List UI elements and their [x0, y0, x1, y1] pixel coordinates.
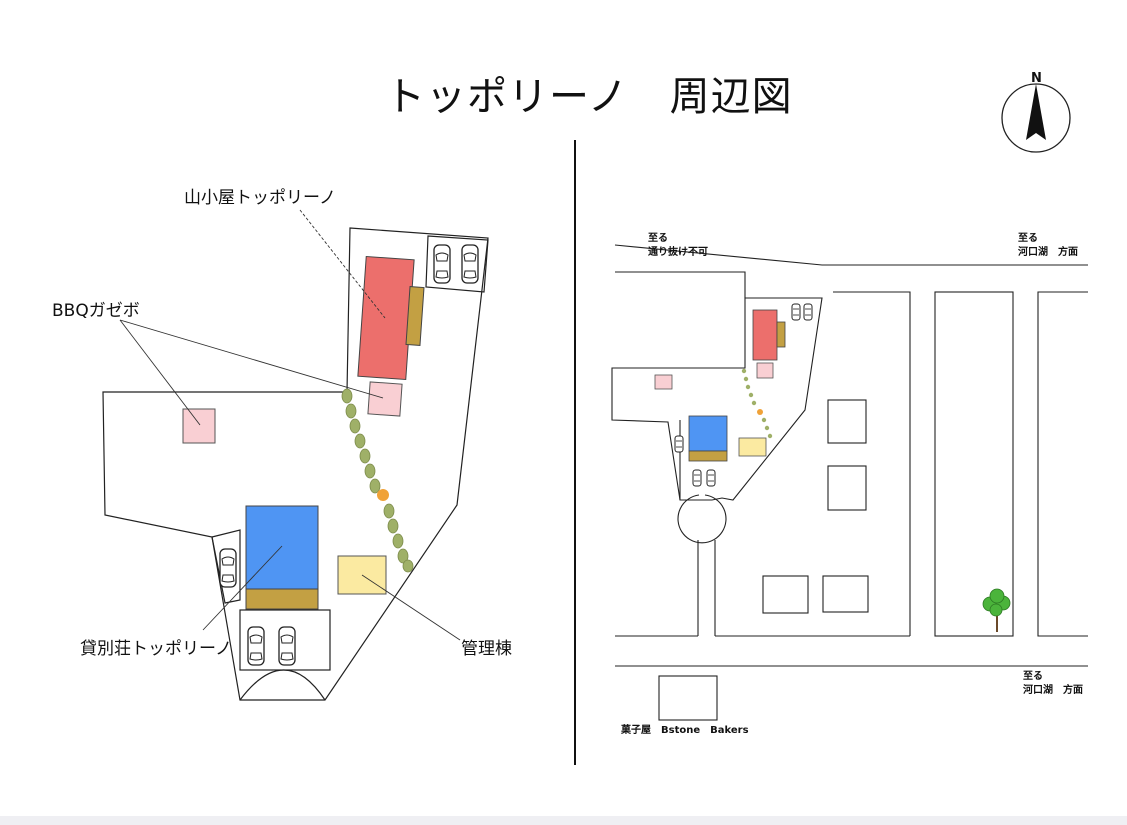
- car-icon: [219, 548, 237, 588]
- car-icon: [692, 469, 702, 487]
- site-detail-map: [102, 227, 489, 701]
- page-title: トッポリーノ 周辺図: [385, 74, 793, 120]
- turnaround-arc: [239, 669, 326, 701]
- car-icon: [247, 626, 265, 666]
- label-lake-direction-top: 至る 河口湖 方面: [1018, 233, 1078, 258]
- tree-icon: [982, 588, 1011, 632]
- kashibessou-building: [245, 505, 319, 591]
- overview-site: [611, 297, 823, 501]
- label-dead-end-direction: 至る 通り抜け不可: [648, 233, 708, 258]
- hedge-bush-icon: [341, 388, 414, 573]
- overview-kashibessou: [688, 415, 728, 452]
- yamagoya-deck: [405, 286, 425, 346]
- site-boundary: [102, 227, 489, 701]
- car-icon: [674, 435, 684, 453]
- label-bakery: 菓子屋 Bstone Bakers: [621, 725, 749, 736]
- kashibessou-deck: [245, 588, 319, 610]
- overview-yamagoya-deck: [776, 321, 786, 348]
- label-yamagoya: 山小屋トッポリーノ: [184, 188, 336, 208]
- overview-kashibessou-deck: [688, 450, 728, 462]
- parking-top-right: [425, 235, 489, 293]
- compass-north-label: N: [1031, 71, 1042, 86]
- overview-bbq-near: [756, 362, 774, 379]
- viewer-bottom-bar: [0, 816, 1127, 825]
- north-arrow-icon: [1001, 83, 1071, 153]
- overview-lamp: [757, 409, 763, 415]
- car-icon: [791, 303, 801, 321]
- hedge-bush-icon: [741, 368, 773, 439]
- bbq-gazebo-near-cabin: [367, 381, 403, 417]
- bakery-building: [658, 675, 718, 721]
- overview-kanritou: [738, 437, 767, 457]
- car-icon: [803, 303, 813, 321]
- lamp-marker: [377, 489, 389, 501]
- label-kashibessou: 貸別荘トッポリーノ: [80, 639, 232, 659]
- overview-bbq-field: [654, 374, 673, 390]
- car-icon: [461, 244, 479, 284]
- label-leader-lines: [119, 209, 461, 641]
- car-icon: [433, 244, 451, 284]
- car-icon: [706, 469, 716, 487]
- area-overview-map: [611, 244, 1088, 721]
- car-icon: [278, 626, 296, 666]
- bbq-gazebo-field: [182, 408, 216, 444]
- yamagoya-building: [357, 255, 415, 381]
- road-top-lower: [615, 271, 746, 298]
- label-lake-direction-bottom: 至る 河口湖 方面: [1023, 671, 1083, 696]
- label-kanritou: 管理棟: [461, 639, 512, 659]
- road-top-upper: [614, 244, 1088, 266]
- label-bbq-gazebo: BBQガゼボ: [52, 301, 140, 321]
- overview-yamagoya: [752, 309, 778, 361]
